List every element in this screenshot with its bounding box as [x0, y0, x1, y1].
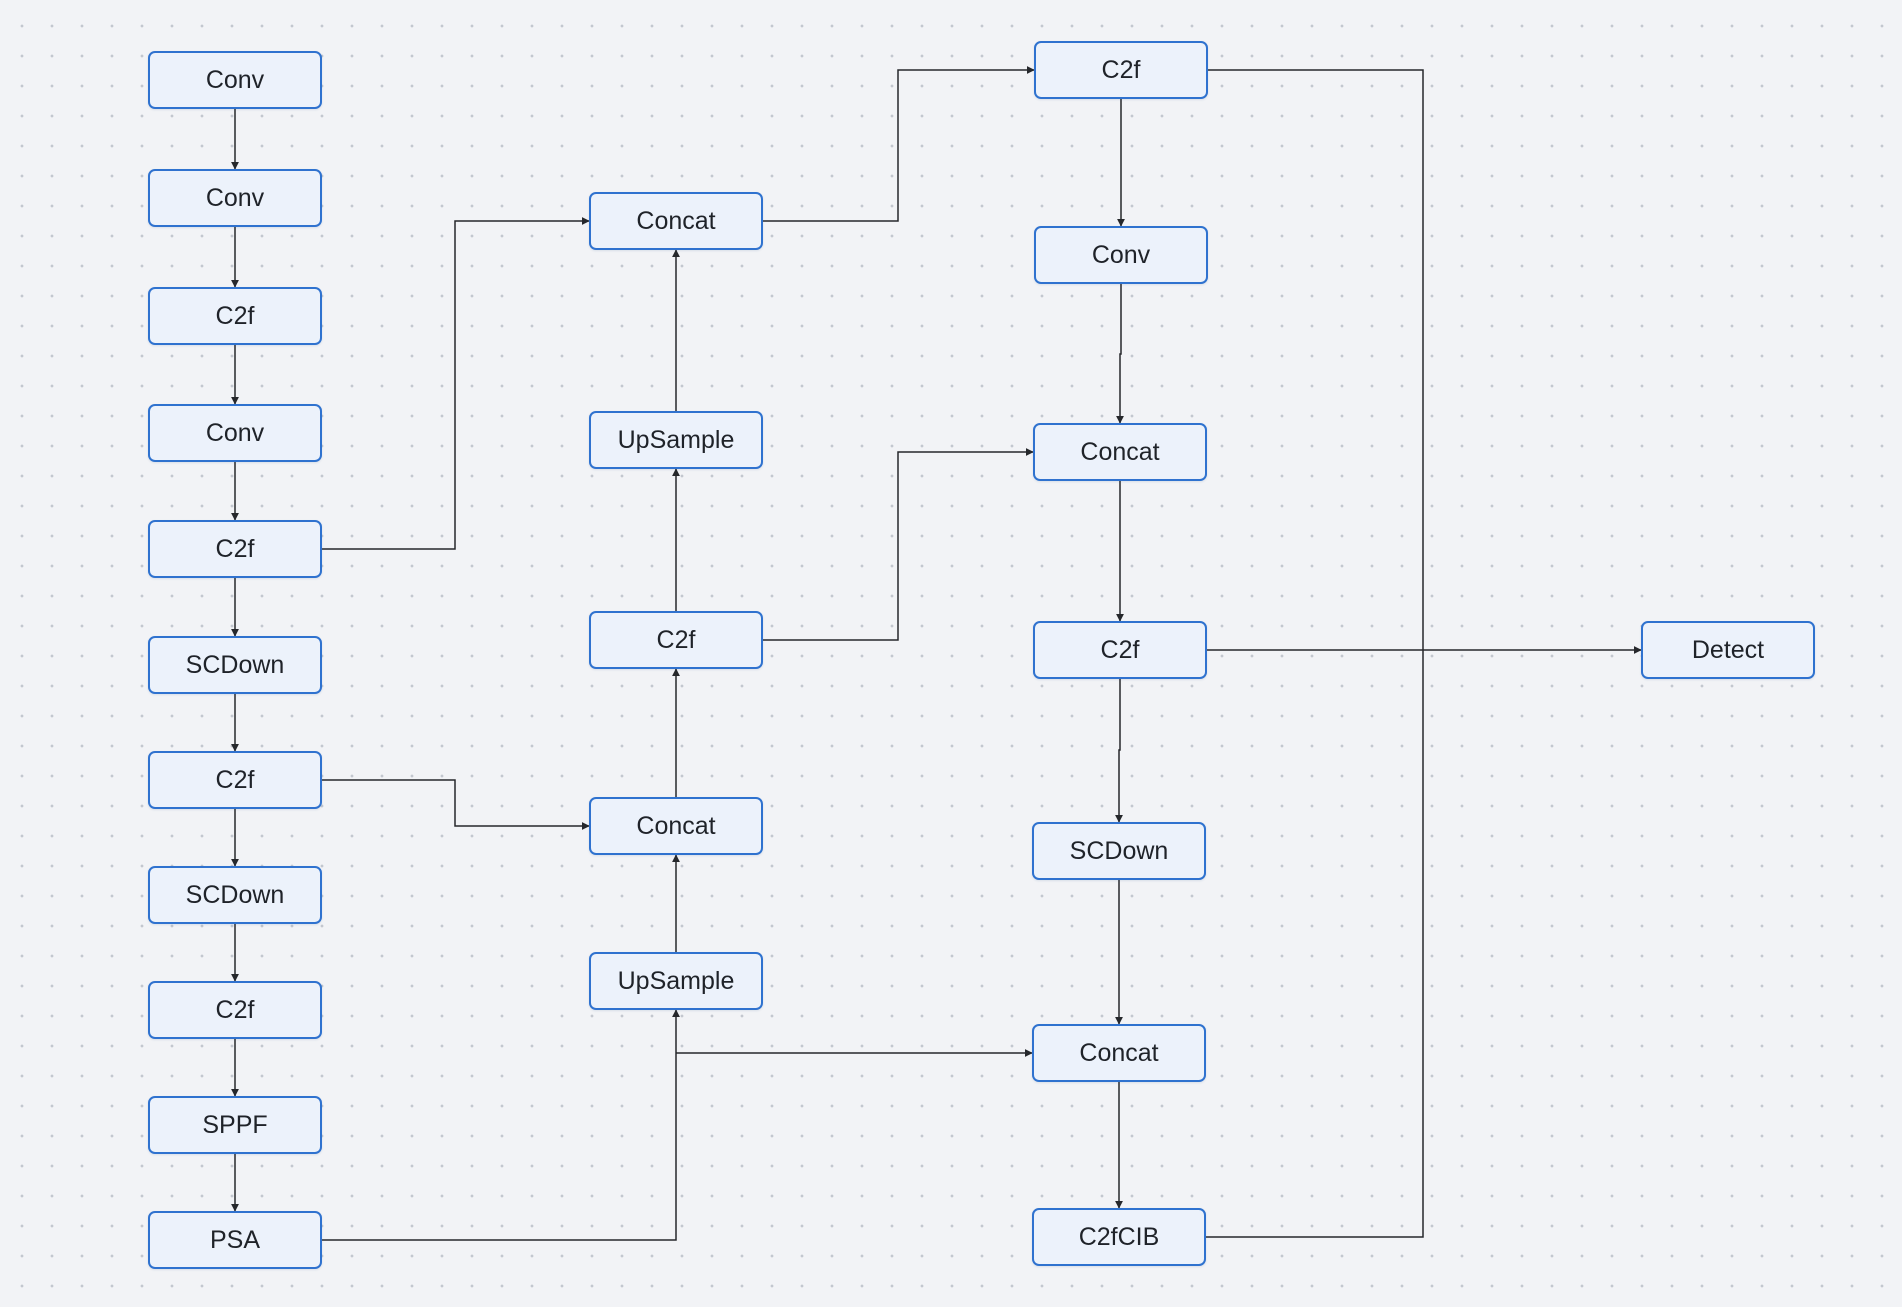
neck-concat-1[interactable]: Concat: [589, 192, 763, 250]
backbone-sppf[interactable]: SPPF: [148, 1096, 322, 1154]
edge-b11-to-m5: [322, 1009, 680, 1241]
head-scdown[interactable]: SCDown: [1032, 822, 1206, 880]
head-c2f-1[interactable]: C2f: [1034, 41, 1208, 99]
edge-h2-to-h3: [1116, 284, 1124, 424]
head-c2fcib[interactable]: C2fCIB: [1032, 1208, 1206, 1266]
neck-c2f[interactable]: C2f: [589, 611, 763, 669]
edge-b7-to-m4: [322, 779, 590, 830]
neck-concat-2[interactable]: Concat: [589, 797, 763, 855]
neck-upsample-1[interactable]: UpSample: [589, 411, 763, 469]
edge-b5-to-m1: [322, 217, 590, 550]
backbone-c2f-1[interactable]: C2f: [148, 287, 322, 345]
edge-h4-to-h5: [1115, 679, 1123, 823]
backbone-scdown-1[interactable]: SCDown: [148, 636, 322, 694]
backbone-conv-1[interactable]: Conv: [148, 51, 322, 109]
backbone-c2f-3[interactable]: C2f: [148, 751, 322, 809]
edge-m3-to-h3: [763, 448, 1034, 641]
backbone-scdown-2[interactable]: SCDown: [148, 866, 322, 924]
detect-node[interactable]: Detect: [1641, 621, 1815, 679]
neck-upsample-2[interactable]: UpSample: [589, 952, 763, 1010]
backbone-c2f-4[interactable]: C2f: [148, 981, 322, 1039]
edge-h7-to-det: [1206, 650, 1424, 1238]
backbone-conv-3[interactable]: Conv: [148, 404, 322, 462]
head-concat-2[interactable]: Concat: [1032, 1024, 1206, 1082]
backbone-conv-2[interactable]: Conv: [148, 169, 322, 227]
edge-h1-to-det: [1208, 69, 1424, 650]
head-conv[interactable]: Conv: [1034, 226, 1208, 284]
backbone-c2f-2[interactable]: C2f: [148, 520, 322, 578]
backbone-psa[interactable]: PSA: [148, 1211, 322, 1269]
head-concat-1[interactable]: Concat: [1033, 423, 1207, 481]
head-c2f-2[interactable]: C2f: [1033, 621, 1207, 679]
edge-m1-to-h1: [763, 66, 1035, 222]
